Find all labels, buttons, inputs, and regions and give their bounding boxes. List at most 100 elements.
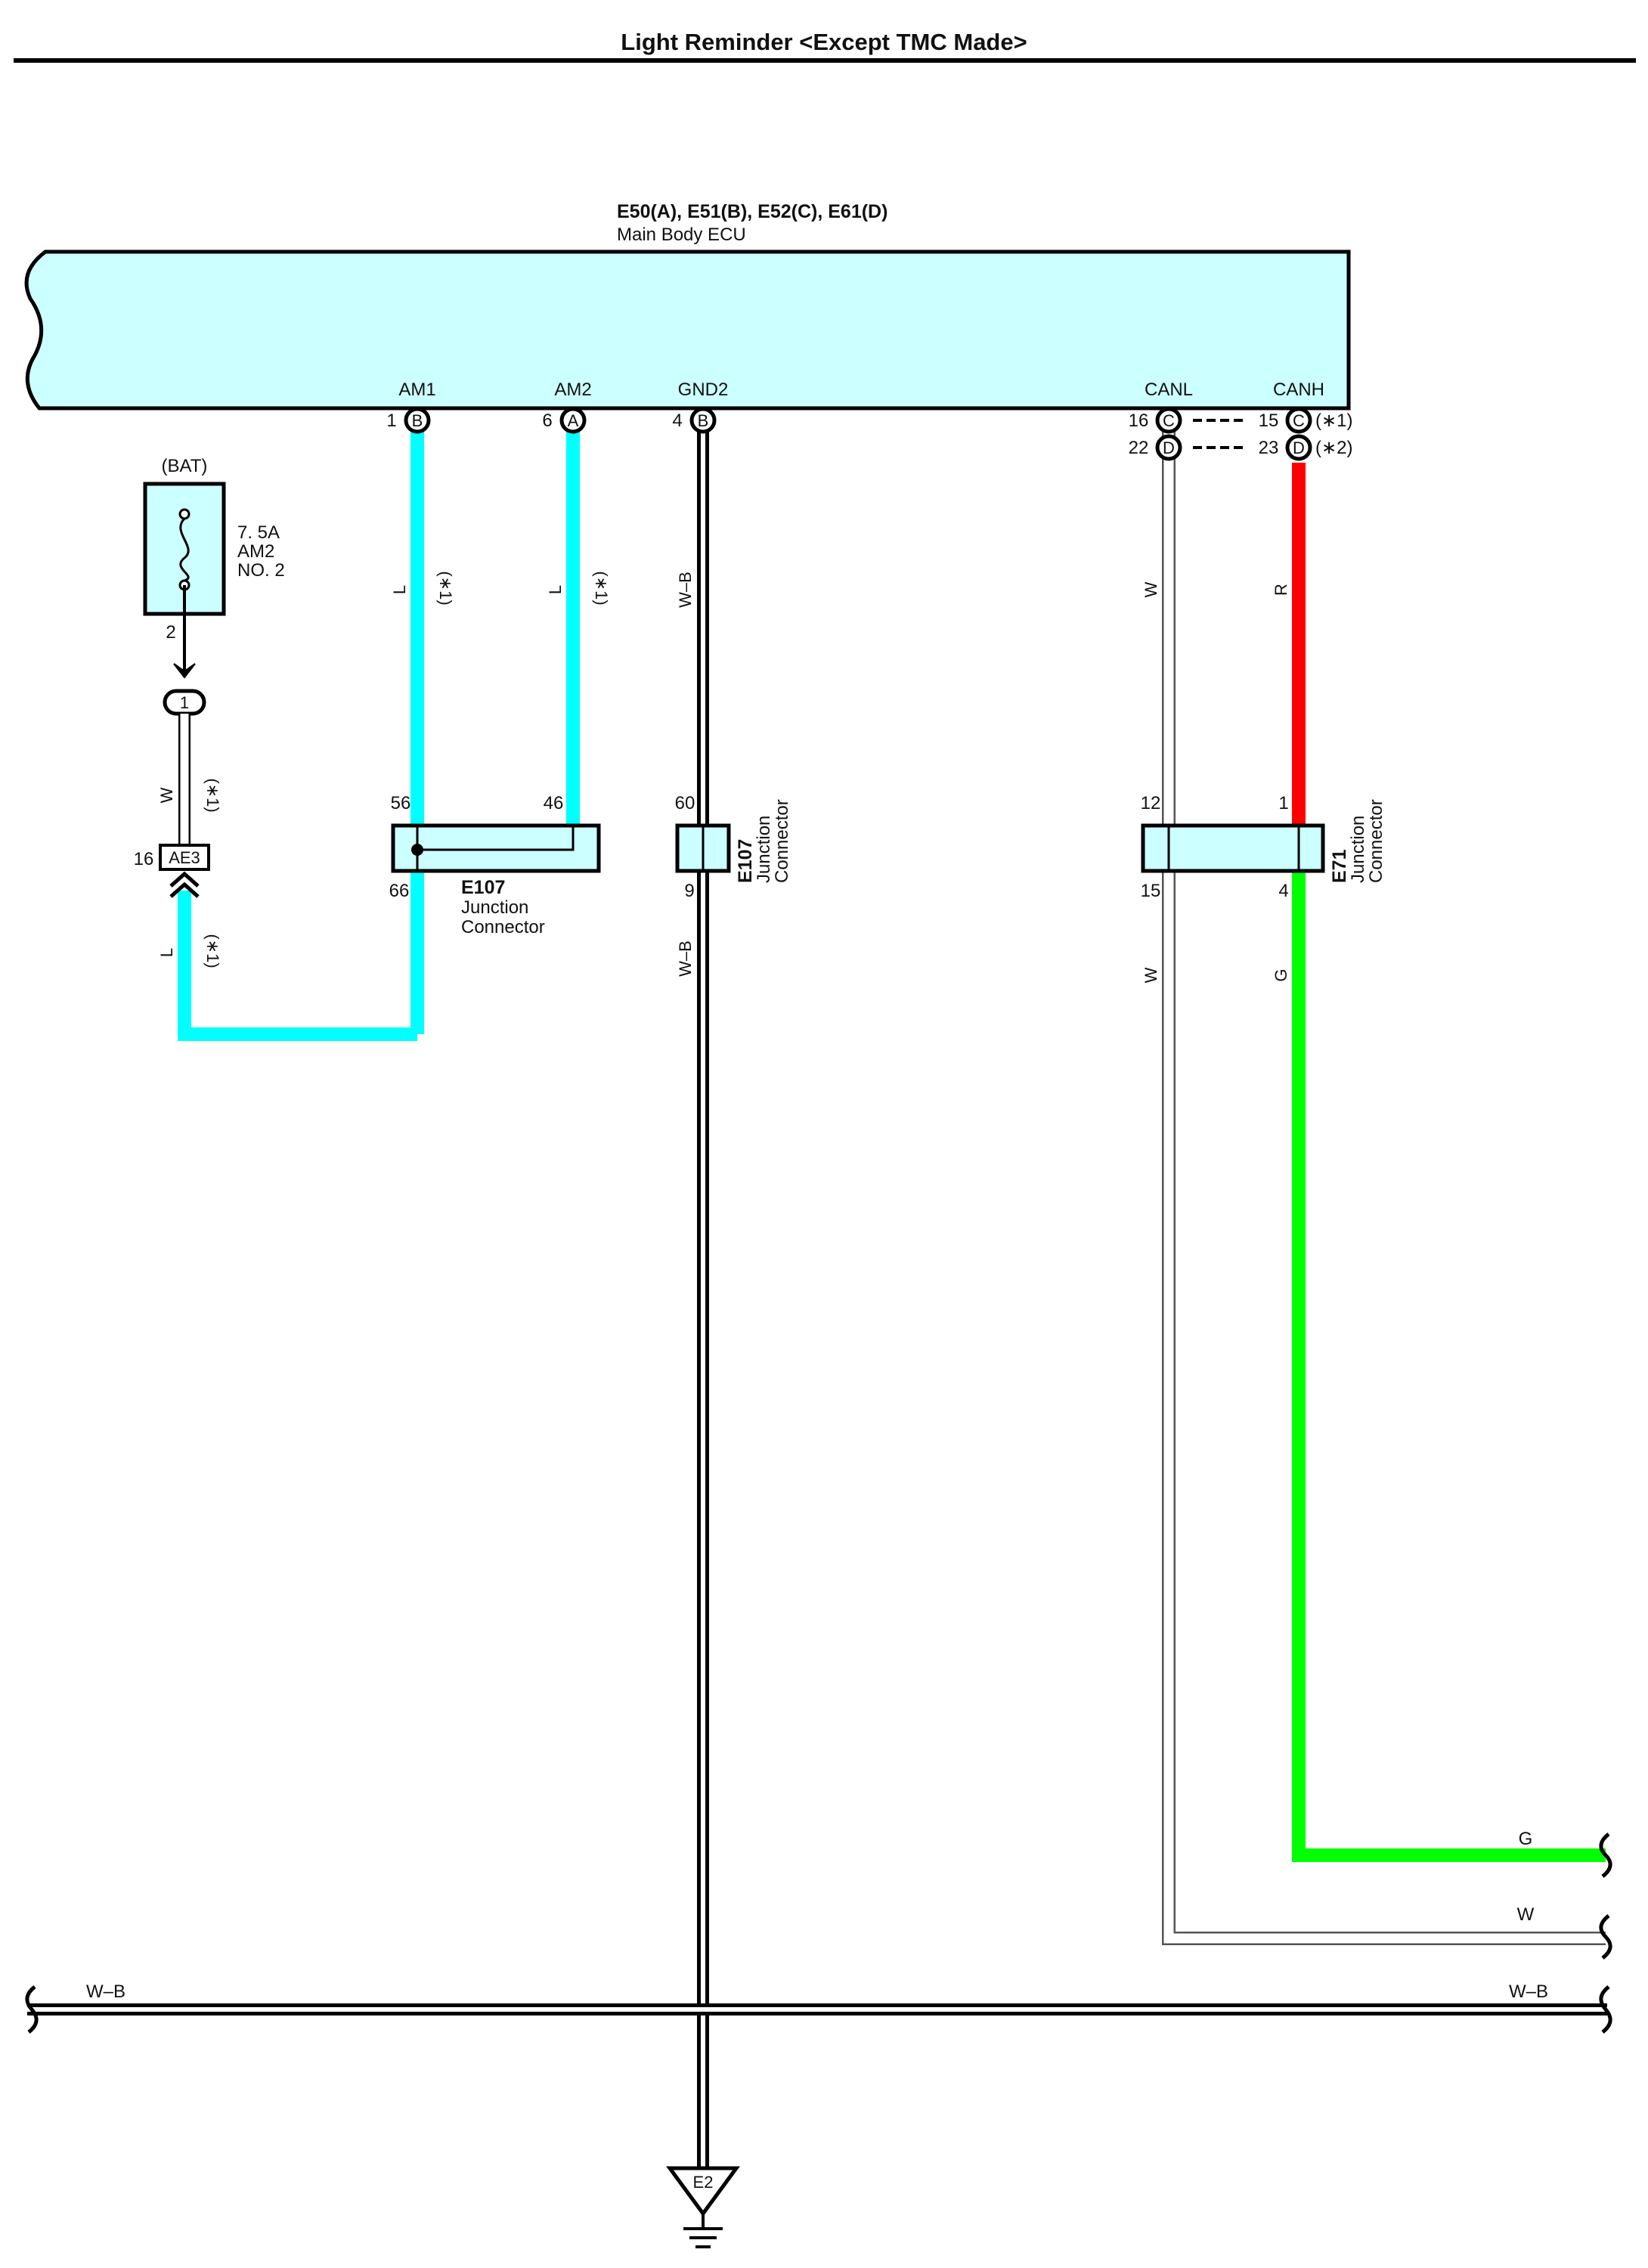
- wire-break-icon: [1599, 1914, 1612, 1960]
- wire-break-icon: [1599, 1833, 1612, 1878]
- wire-break-icon: [25, 1985, 39, 2034]
- connector-chevron-icon: [169, 871, 200, 898]
- fuse-name: AM2: [237, 541, 274, 562]
- junction-e71-pin-12: 12: [1141, 793, 1161, 813]
- ecu-terminal-canh-d-note: (∗2): [1315, 438, 1352, 458]
- junction-e107-a: 56 46 66 E107 Junction Connector: [389, 793, 601, 937]
- wire-fuse-out: W (∗1): [157, 714, 222, 845]
- ecu-name-label: Main Body ECU: [617, 225, 746, 245]
- ecu-terminal-canl-label: CANL: [1145, 380, 1193, 400]
- fuse-rating: 7. 5A: [237, 522, 280, 543]
- junction-e71-name: E71: [1329, 849, 1350, 883]
- junction-e107-a-desc-2: Connector: [461, 917, 545, 937]
- ecu-terminal-canl-c-pin: 16: [1129, 411, 1149, 431]
- junction-e107-b-desc-1: Junction: [754, 816, 774, 883]
- fuse-symbol-icon: [179, 517, 190, 582]
- fuse-number: NO. 2: [237, 560, 285, 581]
- svg-text:A: A: [568, 411, 579, 430]
- wire-am2-color-label: L: [546, 585, 565, 594]
- ecu-terminal-am2-pin: 6: [542, 411, 552, 431]
- connector-ae3: [159, 844, 210, 871]
- ecu-terminal-gnd2-pin: 4: [672, 411, 682, 431]
- junction-e107-a-pin-66: 66: [389, 881, 410, 901]
- wire-canh-lower-label: G: [1272, 968, 1290, 981]
- ground-bus-right-label: W–B: [1509, 1981, 1548, 2002]
- wire-break-icon: [1599, 1985, 1612, 2034]
- wire-ae3-l: L (∗1): [157, 871, 417, 1041]
- svg-text:B: B: [698, 411, 709, 430]
- wire-canh: R G: [1272, 463, 1606, 1862]
- wire-am2: L (∗1): [546, 429, 611, 826]
- terminal-arrow-icon: [173, 663, 196, 679]
- fuse-source-label: (BAT): [162, 456, 208, 476]
- wire-ae3-color-label: L: [157, 948, 176, 957]
- svg-text:C: C: [1163, 411, 1175, 430]
- connector-ae3-pin: 16: [134, 849, 154, 869]
- junction-e107-b: 60 9 E107 Junction Connector: [675, 793, 792, 901]
- svg-text:C: C: [1293, 411, 1305, 430]
- wire-gnd2-upper-label: W–B: [676, 572, 695, 608]
- junction-e71: 12 1 15 4 E71 Junction Connector: [1141, 793, 1386, 901]
- junction-e107-b-pin-60: 60: [675, 793, 695, 813]
- ecu-terminal-gnd2: B 4: [672, 407, 717, 434]
- svg-text:D: D: [1293, 438, 1305, 457]
- wire-am2-note: (∗1): [592, 571, 611, 605]
- junction-e71-pin-1: 1: [1278, 793, 1288, 813]
- wire-out-w-label: W: [1517, 1904, 1535, 1925]
- wire-canl: W W: [1142, 429, 1606, 1945]
- junction-e107-b-desc-2: Connector: [772, 799, 792, 883]
- junction-e71-desc-2: Connector: [1366, 799, 1386, 883]
- ecu-terminal-am2: A 6: [542, 407, 587, 434]
- ecu-terminal-canl-c: C 16: [1129, 407, 1182, 434]
- wire-am1-color-label: L: [390, 585, 409, 594]
- wire-out-g-label: G: [1519, 1829, 1533, 1849]
- ecu-terminal-canl-d: D 22: [1129, 434, 1182, 461]
- junction-e71-pin-4: 4: [1278, 881, 1288, 901]
- ground-point-name: E2: [693, 2173, 714, 2192]
- junction-e107-b-name: E107: [735, 839, 756, 883]
- inline-connector-pin: 1: [180, 693, 189, 712]
- ecu-terminal-am1-pin: 1: [386, 411, 396, 431]
- ecu-terminal-canh-d-pin: 23: [1259, 438, 1279, 458]
- wire-canl-lower-label: W: [1142, 967, 1160, 983]
- fuse-am2-no2: (BAT) 7. 5A AM2 NO. 2 2: [143, 456, 285, 679]
- ground-triangle-icon: [666, 2166, 740, 2217]
- connector-ae3-name: AE3: [169, 848, 200, 867]
- page-title: Light Reminder <Except TMC Made>: [621, 29, 1027, 55]
- ecu-terminal-canh-c-pin: 15: [1259, 411, 1279, 431]
- ground-bus-left-label: W–B: [86, 1981, 125, 2002]
- wire-canh-upper-label: R: [1272, 584, 1290, 596]
- wire-am1-note: (∗1): [436, 571, 455, 605]
- ecu-terminal-am1: B 1: [386, 407, 431, 434]
- svg-text:B: B: [412, 411, 423, 430]
- ecu-terminal-canh-label: CANH: [1273, 380, 1324, 400]
- wire-gnd2: W–B W–B: [676, 429, 709, 2170]
- junction-e107-a-desc-1: Junction: [461, 897, 528, 918]
- junction-e107-b-pin-9: 9: [684, 881, 694, 901]
- fuse-pin: 2: [166, 622, 175, 643]
- junction-e107-a-pin-56: 56: [391, 793, 411, 813]
- junction-e107-a-name: E107: [461, 877, 505, 898]
- junction-e71-pin-15: 15: [1141, 881, 1161, 901]
- ecu-terminal-canh-c-note: (∗1): [1315, 411, 1352, 431]
- junction-e71-desc-1: Junction: [1348, 816, 1368, 883]
- ground-bus: W–B W–B: [25, 1981, 1612, 2034]
- wire-fuse-out-color-label: W: [157, 787, 176, 803]
- ecu-terminal-am1-label: AM1: [398, 380, 435, 400]
- ecu-terminal-canl-d-pin: 22: [1129, 438, 1149, 458]
- ground-point-e2: E2: [666, 2166, 740, 2248]
- svg-text:D: D: [1163, 438, 1175, 457]
- ecu-connectors-label: E50(A), E51(B), E52(C), E61(D): [617, 201, 888, 222]
- ecu-body: [24, 249, 1351, 411]
- wire-gnd2-lower-label: W–B: [676, 940, 695, 977]
- ecu-terminal-canh-d: D 23 (∗2): [1259, 434, 1352, 461]
- wire-canl-upper-label: W: [1142, 581, 1160, 597]
- splice-dot: [411, 844, 423, 856]
- ecu-terminal-am2-label: AM2: [554, 380, 591, 400]
- ecu-terminal-gnd2-label: GND2: [678, 380, 729, 400]
- wire-fuse-out-note: (∗1): [203, 778, 222, 812]
- wire-ae3-note: (∗1): [203, 934, 222, 968]
- main-body-ecu: E50(A), E51(B), E52(C), E61(D) Main Body…: [24, 201, 1351, 411]
- junction-e107-a-pin-46: 46: [544, 793, 564, 813]
